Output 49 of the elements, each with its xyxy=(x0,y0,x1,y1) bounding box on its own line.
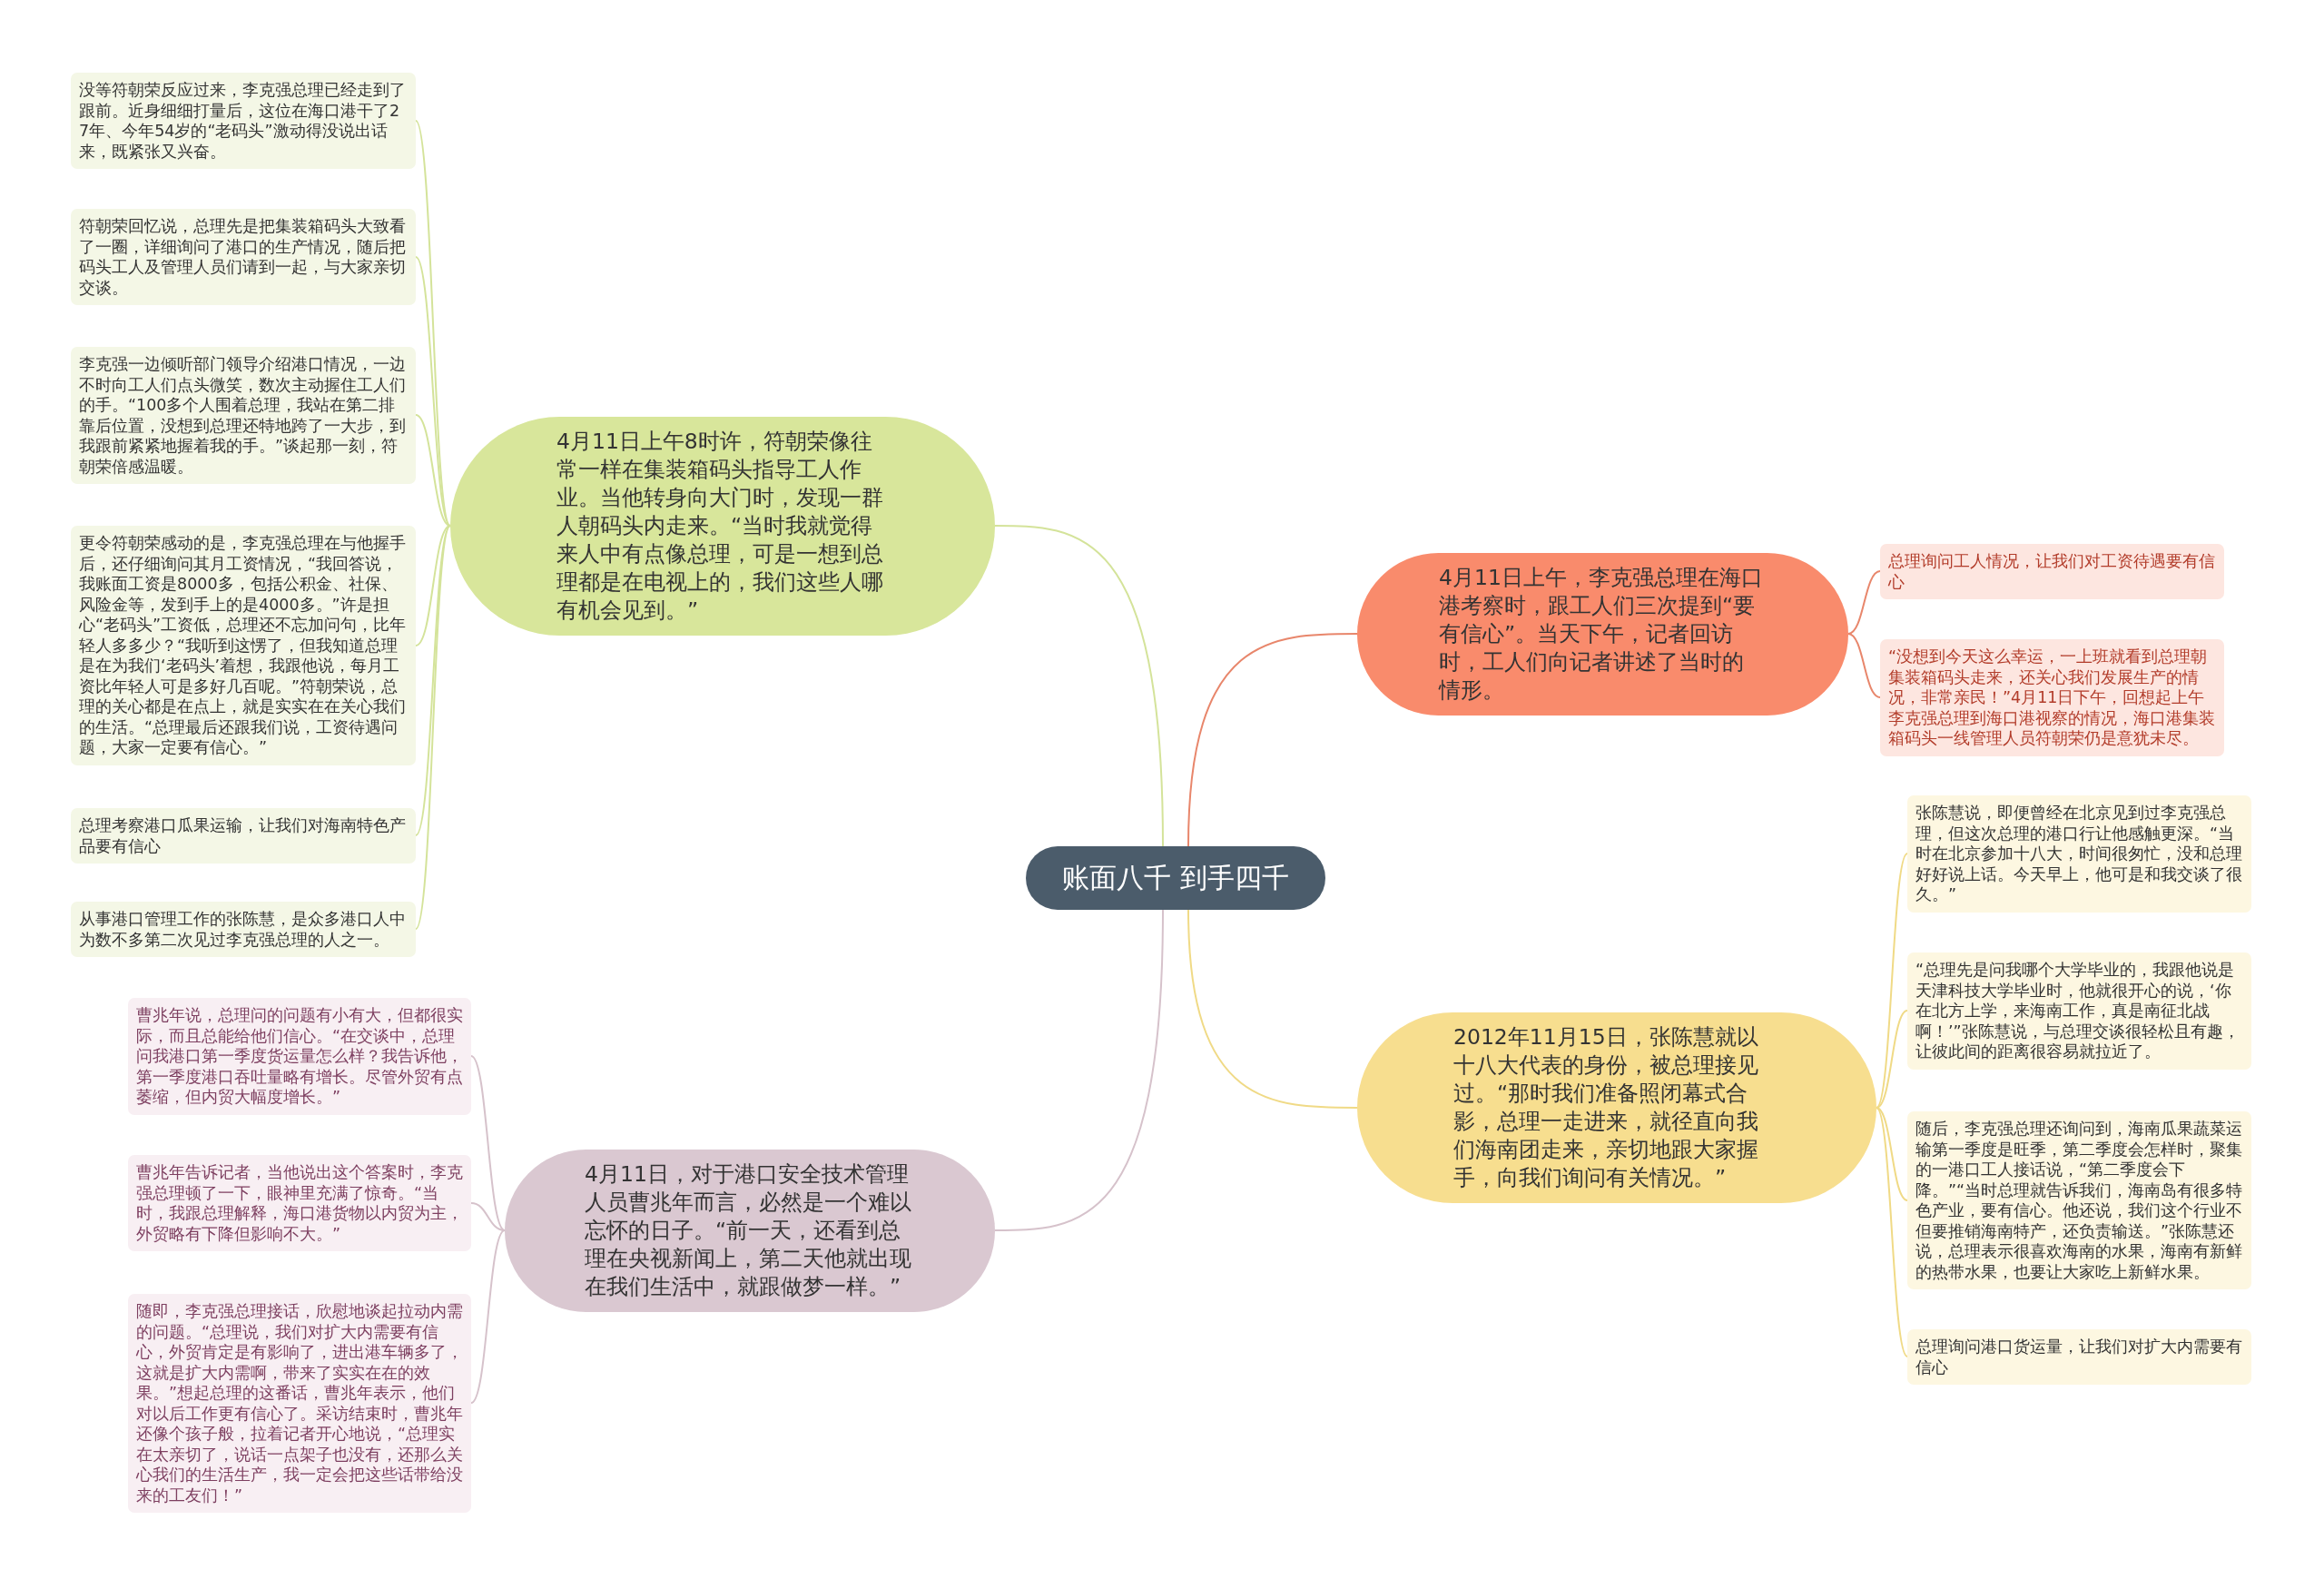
branch-text: 4月11日，对于港口安全技术管理人员曹兆年而言，必然是一个难以忘怀的日子。“前一天，还看到总理在央视新闻上，第二天他就出现在我们生活中，就跟做梦一样。” xyxy=(585,1160,911,1301)
connector-line xyxy=(1187,909,1358,1109)
connector-line xyxy=(1847,570,1881,635)
note-card xyxy=(1907,952,2251,1070)
note-card xyxy=(71,73,416,169)
note-card xyxy=(1907,1329,2251,1385)
note-text: 曹兆年说，总理问的问题有小有大，但都很实际，而且总能给他们信心。“在交谈中，总理问我港口第一季度货运量怎么样？我告诉他，第一季度港口吞吐量略有增长。尽管外贸有点萎缩，但内贸大幅度增长。” xyxy=(136,1005,463,1108)
connector-line xyxy=(415,525,451,646)
note-card xyxy=(71,902,416,957)
connector-line xyxy=(994,525,1164,847)
note-card xyxy=(1907,795,2251,913)
connector-line xyxy=(415,414,451,527)
connector-line xyxy=(1876,1010,1908,1109)
connector-line xyxy=(1876,1107,1908,1357)
branch-text: 4月11日上午8时许，符朝荣像往常一样在集装箱码头指导工人作业。当他转身向大门时，发现一群人朝码头内走来。“当时我就觉得来人中有点像总理，可是一想到总理都是在电视上的，我们这些人哪有机会见到。” xyxy=(556,428,884,625)
note-text: 李克强一边倾听部门领导介绍港口情况，一边不时向工人们点头微笑，数次主动握住工人们的手。“100多个人围着总理，我站在第二排靠后位置，没想到总理还特地跨了一大步，到我跟前紧紧地握着我的手。”谈起那一刻，符朝荣倍感温暖。 xyxy=(79,354,407,477)
note-text: “没想到今天这么幸运，一上班就看到总理朝集装箱码头走来，还关心我们发展生产的情况，非常亲民！”4月11日下午，回想起上午李克强总理到海口港视察的情况，海口港集装箱码头一线管理人员符朝荣仍是意犹未尽。 xyxy=(1888,646,2216,749)
connector-line xyxy=(994,909,1164,1231)
connector-line xyxy=(470,1202,506,1231)
note-text: 总理询问工人情况，让我们对工资待遇要有信心 xyxy=(1888,551,2216,592)
note-text: 符朝荣回忆说，总理先是把集装箱码头大致看了一圈，详细询问了港口的生产情况，随后把码头工人及管理人员们请到一起，与大家亲切交谈。 xyxy=(79,216,407,298)
connector-line xyxy=(415,256,451,527)
central-topic-text: 账面八千 到手四千 xyxy=(1061,861,1290,895)
branch-text: 2012年11月15日，张陈慧就以十八大代表的身份，被总理接见过。“那时我们准备照闭幕式合影，总理一走进来，就径直向我们海南团走来，亲切地跟大家握手，向我们询问有关情况。” xyxy=(1453,1023,1759,1192)
note-card xyxy=(71,808,416,864)
note-text: 更令符朝荣感动的是，李克强总理在与他握手后，还仔细询问其月工资情况，“我回答说，我账面工资是8000多，包括公积金、社保、风险金等，发到手上的是4000多。”许是担心“老码头”工资低，总理还不忘加问句，比年轻人多多少？“我听到这愣了，但我知道总理是在为我们‘老码头’着想，我跟他说，每月工资比年轻人可是多好几百呢。”符朝荣说，总理的关心都是在点上，就是实实在在关心我们的生活。“总理最后还跟我们说，工资待遇问题，大家一定要有信心。” xyxy=(79,533,408,758)
note-text: “总理先是问我哪个大学毕业的，我跟他说是天津科技大学毕业时，他就很开心的说，‘你在北方上学，来海南工作，真是南征北战啊！’”张陈慧说，与总理交谈很轻松且有趣，让彼此间的距离很容易就拉近了。 xyxy=(1915,960,2240,1062)
connector-line xyxy=(470,1229,506,1404)
branch-text: 4月11日上午，李克强总理在海口港考察时，跟工人们三次提到“要有信心”。当天下午，记者回访时，工人们向记者讲述了当时的情形。 xyxy=(1439,564,1763,705)
note-text: 总理询问港口货运量，让我们对扩大内需要有信心 xyxy=(1915,1337,2243,1377)
connector-line xyxy=(1876,853,1908,1109)
connector-line xyxy=(1187,633,1358,847)
note-text: 随即，李克强总理接话，欣慰地谈起拉动内需的问题。“总理说，我们对扩大内需要有信心，外贸肯定是有影响了，进出港车辆多了，这就是扩大内需啊，带来了实实在在的效果。”想起总理的这番话，曹兆年表示，他们对以后工作更有信心了。采访结束时，曹兆年还像个孩子般，拉着记者开心地说，“总理实在太亲切了，说话一点架子也没有，还那么关心我们的生活生产，我一定会把这些话带给没来的工友们！” xyxy=(136,1301,463,1505)
note-text: 从事港口管理工作的张陈慧，是众多港口人中为数不多第二次见过李克强总理的人之一。 xyxy=(79,909,407,950)
note-card xyxy=(71,347,416,484)
note-card xyxy=(1880,639,2224,756)
note-text: 曹兆年告诉记者，当他说出这个答案时，李克强总理顿了一下，眼神里充满了惊奇。“当时，我跟总理解释，海口港货物以内贸为主，外贸略有下降但影响不大。” xyxy=(136,1162,463,1244)
note-card xyxy=(128,998,471,1115)
note-card xyxy=(128,1155,471,1251)
note-text: 张陈慧说，即便曾经在北京见到过李克强总理，但这次总理的港口行让他感触更深。“当时在北京参加十八大，时间很匆忙，没和总理好好说上话。今天早上，他可是和我交谈了很久。” xyxy=(1915,803,2243,905)
note-text: 没等符朝荣反应过来，李克强总理已经走到了跟前。近身细细打量后，这位在海口港干了27年、今年54岁的“老码头”激动得没说出话来，既紧张又兴奋。 xyxy=(79,80,407,162)
connector-line xyxy=(415,525,451,930)
note-card xyxy=(71,209,416,305)
connector-line xyxy=(1876,1107,1908,1201)
note-text: 总理考察港口瓜果运输，让我们对海南特色产品要有信心 xyxy=(79,815,407,856)
note-text: 随后，李克强总理还询问到，海南瓜果蔬菜运输第一季度是旺季，第二季度会怎样时，聚集的一港口工人接话说，“第二季度会下降。”“当时总理就告诉我们，海南岛有很多特色产业，要有信心。他还说，我们这个行业不但要推销海南特产，还负责输送。”张陈慧还说，总理表示很喜欢海南的水果，海南有新鲜的热带水果，也要让大家吃上新鲜水果。 xyxy=(1915,1119,2243,1282)
connector-line xyxy=(470,1055,506,1231)
connector-line xyxy=(1847,633,1881,698)
note-card xyxy=(1880,544,2224,599)
